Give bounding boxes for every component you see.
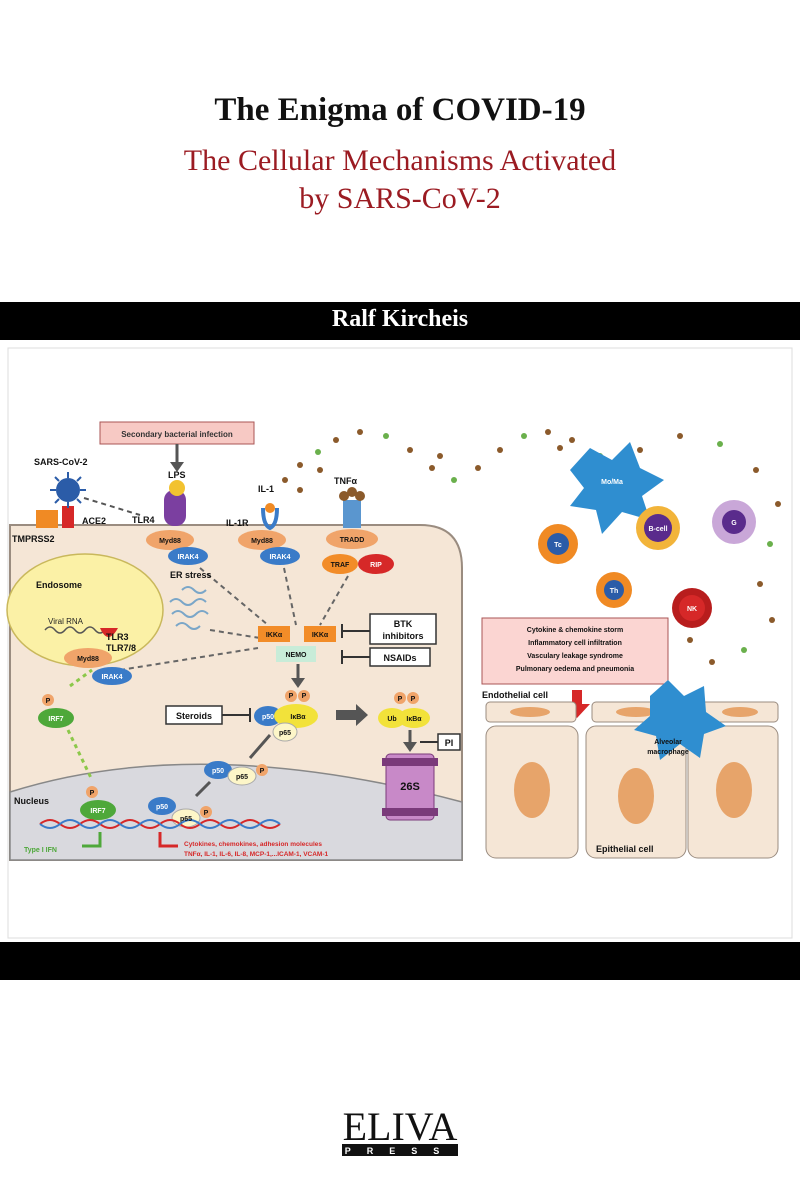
svg-text:Th: Th (610, 588, 619, 595)
svg-text:IRF7: IRF7 (90, 808, 105, 815)
publisher-logo-subtext: PRESS (345, 1146, 456, 1156)
svg-text:TNFα, IL-1, IL-6, IL-8, MCP-1,: TNFα, IL-1, IL-6, IL-8, MCP-1,...ICAM-1,… (184, 851, 328, 858)
svg-text:p65: p65 (279, 730, 291, 737)
svg-text:TLR4: TLR4 (132, 515, 155, 525)
svg-text:Inflammatory cell infiltration: Inflammatory cell infiltration (528, 640, 622, 647)
svg-text:IRAK4: IRAK4 (177, 554, 198, 561)
svg-text:P: P (46, 698, 51, 705)
svg-text:PI: PI (445, 738, 454, 748)
svg-text:IκBα: IκBα (406, 716, 422, 723)
svg-text:Ub: Ub (387, 716, 396, 723)
ace2-receptor (62, 506, 74, 528)
svg-text:Myd88: Myd88 (77, 656, 99, 663)
svg-text:p65: p65 (236, 774, 248, 781)
svg-text:P: P (411, 696, 416, 703)
svg-text:Myd88: Myd88 (251, 538, 273, 545)
svg-text:NK: NK (687, 606, 697, 613)
svg-text:SARS-CoV-2: SARS-CoV-2 (34, 457, 88, 467)
svg-text:RIP: RIP (370, 562, 382, 569)
svg-text:Pulmonary oedema and pneumonia: Pulmonary oedema and pneumonia (516, 666, 634, 673)
svg-text:Mo/Ma: Mo/Ma (601, 479, 623, 486)
svg-text:IKKα: IKKα (266, 632, 283, 639)
svg-text:Viral RNA: Viral RNA (48, 617, 84, 626)
svg-text:G: G (731, 520, 737, 527)
svg-text:LPS: LPS (168, 470, 186, 480)
secondary-infection-label: Secondary bacterial infection (121, 430, 233, 439)
svg-text:P: P (204, 810, 209, 817)
svg-text:p50: p50 (262, 714, 274, 721)
svg-text:Alveolar: Alveolar (654, 739, 682, 746)
svg-text:Vasculary leakage syndrome: Vasculary leakage syndrome (527, 653, 623, 660)
svg-text:P: P (260, 768, 265, 775)
svg-text:Nucleus: Nucleus (14, 796, 49, 806)
svg-text:IκBα: IκBα (290, 714, 306, 721)
virus-particle (56, 478, 80, 502)
svg-text:TLR7/8: TLR7/8 (106, 643, 136, 653)
svg-text:BTK: BTK (394, 619, 413, 629)
bottom-band (0, 942, 800, 980)
svg-text:inhibitors: inhibitors (383, 631, 424, 641)
subtitle-line-2: by SARS-CoV-2 (299, 182, 501, 215)
svg-text:P: P (398, 696, 403, 703)
svg-text:NEMO: NEMO (286, 652, 308, 659)
svg-text:Type I IFN: Type I IFN (24, 847, 57, 854)
svg-text:Epithelial cell: Epithelial cell (596, 844, 654, 854)
svg-text:IRF7: IRF7 (48, 716, 63, 723)
svg-text:p50: p50 (212, 768, 224, 775)
svg-text:TRADD: TRADD (340, 537, 365, 544)
svg-text:P: P (90, 790, 95, 797)
book-title: The Enigma of COVID-19 (214, 92, 586, 128)
svg-text:TNFα: TNFα (334, 476, 357, 486)
svg-text:NSAIDs: NSAIDs (383, 653, 416, 663)
svg-text:IL-1R: IL-1R (226, 518, 249, 528)
subtitle-line-1: The Cellular Mechanisms Activated (183, 144, 617, 177)
alveolar-macrophage (634, 680, 726, 760)
svg-text:IL-1: IL-1 (258, 484, 274, 494)
svg-text:Cytokine & chemokine storm: Cytokine & chemokine storm (527, 627, 623, 634)
svg-text:Myd88: Myd88 (159, 538, 181, 545)
svg-text:IKKα: IKKα (312, 632, 329, 639)
svg-text:Cytokines, chemokines, adhesio: Cytokines, chemokines, adhesion molecule… (184, 841, 322, 848)
svg-text:ACE2: ACE2 (82, 516, 106, 526)
publisher-logo-text: ELIVA (343, 1104, 458, 1149)
svg-text:p65: p65 (180, 816, 192, 823)
svg-text:P: P (302, 693, 307, 700)
svg-text:TLR3: TLR3 (106, 632, 129, 642)
svg-text:B-cell: B-cell (648, 526, 667, 533)
tmprss2-receptor (36, 510, 58, 528)
author-band (0, 302, 800, 340)
svg-text:IRAK4: IRAK4 (101, 674, 122, 681)
publisher-logo: ELIVA PRESS (342, 1104, 458, 1156)
svg-text:TRAF: TRAF (331, 562, 350, 569)
author-name: Ralf Kircheis (331, 306, 469, 332)
svg-text:TMPRSS2: TMPRSS2 (12, 534, 55, 544)
storm-box (481, 617, 669, 685)
svg-text:Endothelial cell: Endothelial cell (482, 690, 548, 700)
mo-ma-cell (570, 442, 664, 534)
svg-text:Endosome: Endosome (36, 580, 82, 590)
book-subtitle: The Cellular Mechanisms Activated by SAR… (0, 142, 800, 218)
pathway-figure: Secondary bacterial infection (6, 347, 793, 939)
svg-text:p50: p50 (156, 804, 168, 811)
svg-text:Tc: Tc (554, 542, 562, 549)
svg-text:macrophage: macrophage (647, 749, 689, 756)
svg-text:26S: 26S (400, 781, 420, 793)
svg-text:IRAK4: IRAK4 (269, 554, 290, 561)
svg-text:ER stress: ER stress (170, 570, 212, 580)
svg-text:Steroids: Steroids (176, 711, 212, 721)
svg-text:P: P (289, 693, 294, 700)
